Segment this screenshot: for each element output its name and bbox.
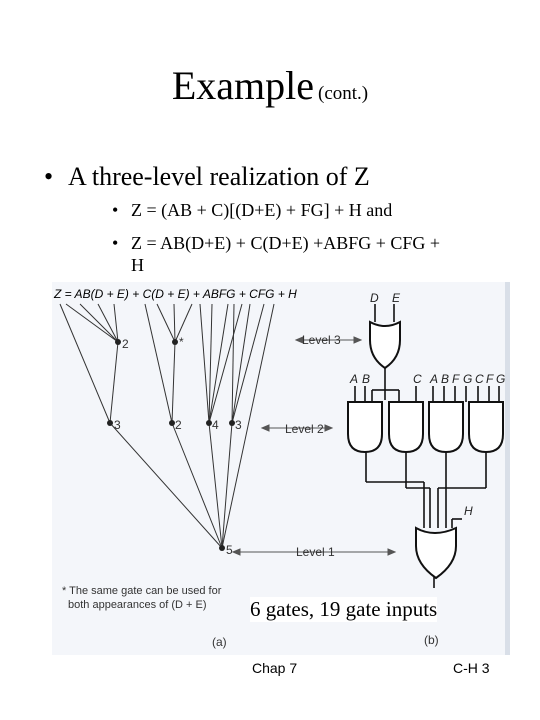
level-arrows bbox=[231, 336, 397, 556]
level-label: Level 2 bbox=[285, 422, 324, 436]
input-label: F bbox=[486, 372, 494, 386]
part-a-label: (a) bbox=[212, 635, 227, 649]
node-label: 2 bbox=[122, 337, 129, 351]
sub-bullet-2-text: Z = AB(D+E) + C(D+E) +ABFG + CFG + bbox=[131, 233, 441, 253]
circuit-wires bbox=[354, 304, 500, 588]
logic-gates bbox=[347, 320, 504, 580]
and-gate bbox=[468, 401, 504, 454]
input-label: B bbox=[362, 372, 370, 386]
bullet-marker: • bbox=[112, 233, 119, 253]
level-label: Level 3 bbox=[302, 333, 341, 347]
input-label: C bbox=[475, 372, 484, 386]
and-gate bbox=[388, 401, 424, 454]
node-label: * bbox=[179, 335, 184, 349]
input-label: A bbox=[429, 372, 438, 386]
sub-bullet-2: • Z = AB(D+E) + C(D+E) +ABFG + CFG +H bbox=[112, 232, 492, 276]
logic-figure: Z = AB(D + E) + C(D + E) + ABFG + CFG + … bbox=[52, 282, 510, 655]
title-sub: (cont.) bbox=[318, 83, 369, 104]
input-label: G bbox=[463, 372, 472, 386]
input-label: A bbox=[349, 372, 358, 386]
bullet-main: • A three-level realization of Z bbox=[44, 162, 370, 192]
sub-bullet-1: • Z = (AB + C)[(D+E) + FG] + H and bbox=[112, 199, 392, 221]
footer-chapter: Chap 7 bbox=[252, 660, 298, 676]
node-label: 2 bbox=[175, 418, 182, 432]
slide-title: Example(cont.) bbox=[0, 62, 540, 109]
or-gate bbox=[415, 526, 457, 580]
footer-page: C-H 3 bbox=[453, 660, 490, 676]
bullet-marker: • bbox=[44, 162, 54, 191]
input-label: E bbox=[392, 291, 401, 305]
figure-caption: 6 gates, 19 gate inputs bbox=[250, 597, 438, 622]
input-label: H bbox=[464, 504, 473, 518]
tree-lines bbox=[59, 303, 275, 549]
node-label: 5 bbox=[226, 543, 233, 557]
input-label: C bbox=[413, 372, 422, 386]
footnote: * The same gate can be used for bbox=[62, 585, 222, 597]
part-b-label: (b) bbox=[424, 633, 439, 647]
node-label: 3 bbox=[235, 418, 242, 432]
node-label: 4 bbox=[212, 418, 219, 432]
bullet-main-text: A three-level realization of Z bbox=[68, 162, 370, 191]
figure-edge bbox=[505, 282, 510, 655]
and-gate bbox=[347, 401, 383, 454]
sub-bullet-2-continuation: H bbox=[131, 255, 144, 275]
footnote: both appearances of (D + E) bbox=[68, 599, 207, 611]
figure-background bbox=[52, 282, 510, 655]
level-label: Level 1 bbox=[296, 545, 335, 559]
or-gate bbox=[369, 320, 401, 370]
tree-nodes bbox=[107, 339, 235, 551]
bullet-marker: • bbox=[112, 200, 119, 220]
input-label: B bbox=[441, 372, 449, 386]
title-main: Example bbox=[171, 63, 315, 108]
input-label: D bbox=[370, 291, 379, 305]
node-label: 3 bbox=[114, 418, 121, 432]
input-label: F bbox=[452, 372, 460, 386]
and-gate bbox=[428, 401, 464, 454]
expression-label: Z = AB(D + E) + C(D + E) + ABFG + CFG + … bbox=[53, 287, 297, 301]
input-label: G bbox=[496, 372, 505, 386]
sub-bullet-1-text: Z = (AB + C)[(D+E) + FG] + H and bbox=[131, 200, 393, 220]
